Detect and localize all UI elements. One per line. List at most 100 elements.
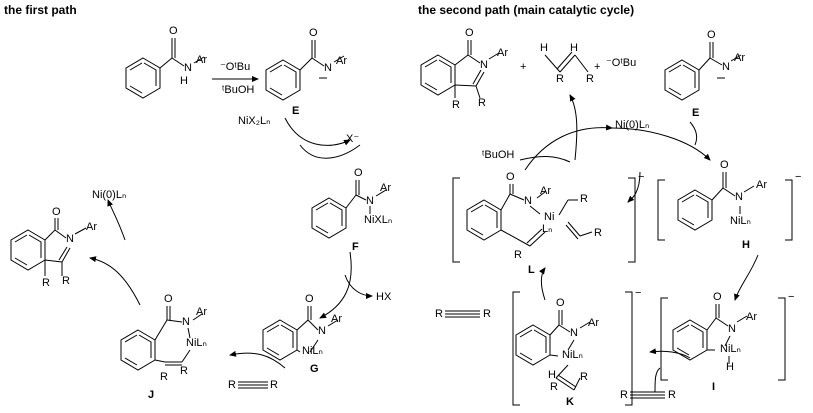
benzene-ring-amide	[125, 57, 161, 99]
I-N: N	[728, 323, 736, 335]
byproduct-HX: HX	[376, 291, 392, 303]
H-N: N	[735, 191, 743, 203]
bracket-L-left	[452, 177, 460, 263]
alkyne-R2: R	[270, 379, 278, 391]
curved-arrow-x-release	[299, 144, 361, 159]
cycle-arc-right	[611, 127, 711, 161]
compound-L-label: L	[528, 264, 535, 276]
heading-first-path: the first path	[4, 3, 77, 17]
bracket-I-left	[660, 297, 668, 381]
benzene-ring-E	[265, 59, 301, 101]
alkyne1-R1: R	[435, 308, 443, 320]
benzene-ring-K	[515, 324, 551, 366]
E2-O: O	[707, 29, 716, 41]
G-O: O	[305, 293, 314, 305]
I-O: O	[713, 291, 722, 303]
alkyne1-R2: R	[483, 308, 491, 320]
J-R1: R	[160, 371, 168, 383]
bracket-H-right	[785, 179, 793, 241]
benzene-ring-I	[672, 319, 708, 361]
alkene-H2: H	[570, 42, 578, 54]
compound-J-label: J	[148, 389, 155, 401]
base-tBuOH: ᵗBuOH	[222, 84, 255, 96]
product2-N: N	[480, 59, 488, 71]
byproduct-X-minus: X⁻	[346, 133, 360, 145]
product2-R1: R	[452, 99, 460, 111]
E2-Ar: Ar	[734, 52, 745, 64]
compound-K-label: K	[566, 396, 574, 408]
F-Ar: Ar	[380, 182, 391, 194]
alkyne2-R2: R	[668, 389, 676, 401]
K-R2: R	[580, 371, 588, 383]
L-Ar: Ar	[540, 185, 551, 197]
L-Ln: Lₙ	[542, 223, 553, 235]
E-N: N	[324, 62, 332, 74]
G-Ar: Ar	[331, 313, 342, 325]
cycle-arc-left	[539, 267, 546, 301]
alkene-R1: R	[556, 73, 564, 85]
curved-arrow-hx	[344, 274, 373, 299]
I-Ar: Ar	[746, 311, 757, 323]
compound-G-label: G	[310, 363, 319, 375]
compound-E-label: E	[292, 105, 300, 117]
E-O: O	[309, 27, 318, 39]
arrow-E-entry	[689, 121, 698, 146]
benzene-ring-product2	[420, 54, 456, 96]
ni0-second: Ni(0)Lₙ	[615, 119, 650, 131]
benzene-ring-J	[120, 329, 156, 371]
L-R3: R	[514, 249, 522, 261]
bracket-H-left	[657, 179, 665, 241]
E-Ar: Ar	[336, 55, 347, 67]
H-Ar: Ar	[756, 179, 767, 191]
L-charge: −	[638, 171, 645, 183]
benzene-ring-G	[262, 319, 298, 361]
benzene-ring-H	[677, 189, 713, 231]
K-N: N	[570, 327, 578, 339]
product2-Ar: Ar	[497, 47, 508, 59]
K-R1: R	[550, 381, 558, 393]
E2-N: N	[722, 61, 730, 73]
product1-O: O	[52, 206, 61, 218]
L-R1: R	[580, 193, 588, 205]
K-H: H	[548, 369, 556, 381]
K-NiLn: NiLₙ	[562, 349, 583, 361]
cycle-arc-down	[734, 254, 759, 301]
L-R2: R	[594, 227, 602, 239]
benzene-ring-product1	[10, 229, 46, 271]
alkyne-R1: R	[228, 379, 236, 391]
I-NiLn: NiLₙ	[720, 343, 741, 355]
bracket-K-left	[512, 291, 520, 406]
cycle-arc-product	[569, 94, 578, 161]
J-R2: R	[180, 365, 188, 377]
product1-R2: R	[62, 275, 70, 287]
alkene-bond	[544, 54, 561, 73]
product1-Ar: Ar	[86, 221, 97, 233]
F-N: N	[366, 195, 374, 207]
cycle-arc-top	[524, 124, 613, 171]
bracket-K-right	[625, 291, 633, 406]
cycle-arc-bottom	[649, 348, 691, 359]
compound-I-label: I	[712, 381, 716, 393]
L-Ni: Ni	[544, 211, 555, 223]
benzene-ring-F	[311, 197, 347, 239]
amide-Ar: Ar	[196, 54, 207, 66]
base-OtBu: ⁻OᵗBu	[220, 61, 251, 73]
tBuOH-second: ᵗBuOH	[482, 149, 515, 161]
alkyne2-R1: R	[620, 389, 628, 401]
arrow-ni0-release	[107, 199, 126, 241]
product2-R2: R	[478, 97, 486, 109]
J-Ar: Ar	[196, 306, 207, 318]
bracket-L-right	[628, 177, 636, 263]
H-charge: −	[795, 171, 802, 183]
plus-1: +	[520, 61, 527, 73]
benzene-ring-L	[466, 199, 502, 241]
K-charge: −	[635, 287, 642, 299]
product1-N: N	[66, 233, 74, 245]
product2-O: O	[465, 27, 474, 39]
heading-second-path: the second path (main catalytic cycle)	[418, 3, 635, 17]
bracket-I-right	[778, 297, 786, 381]
reagent-NiX2Ln: NiX₂Lₙ	[238, 115, 271, 127]
plus-2: +	[594, 61, 601, 73]
G-NiLn: NiLₙ	[302, 345, 323, 357]
